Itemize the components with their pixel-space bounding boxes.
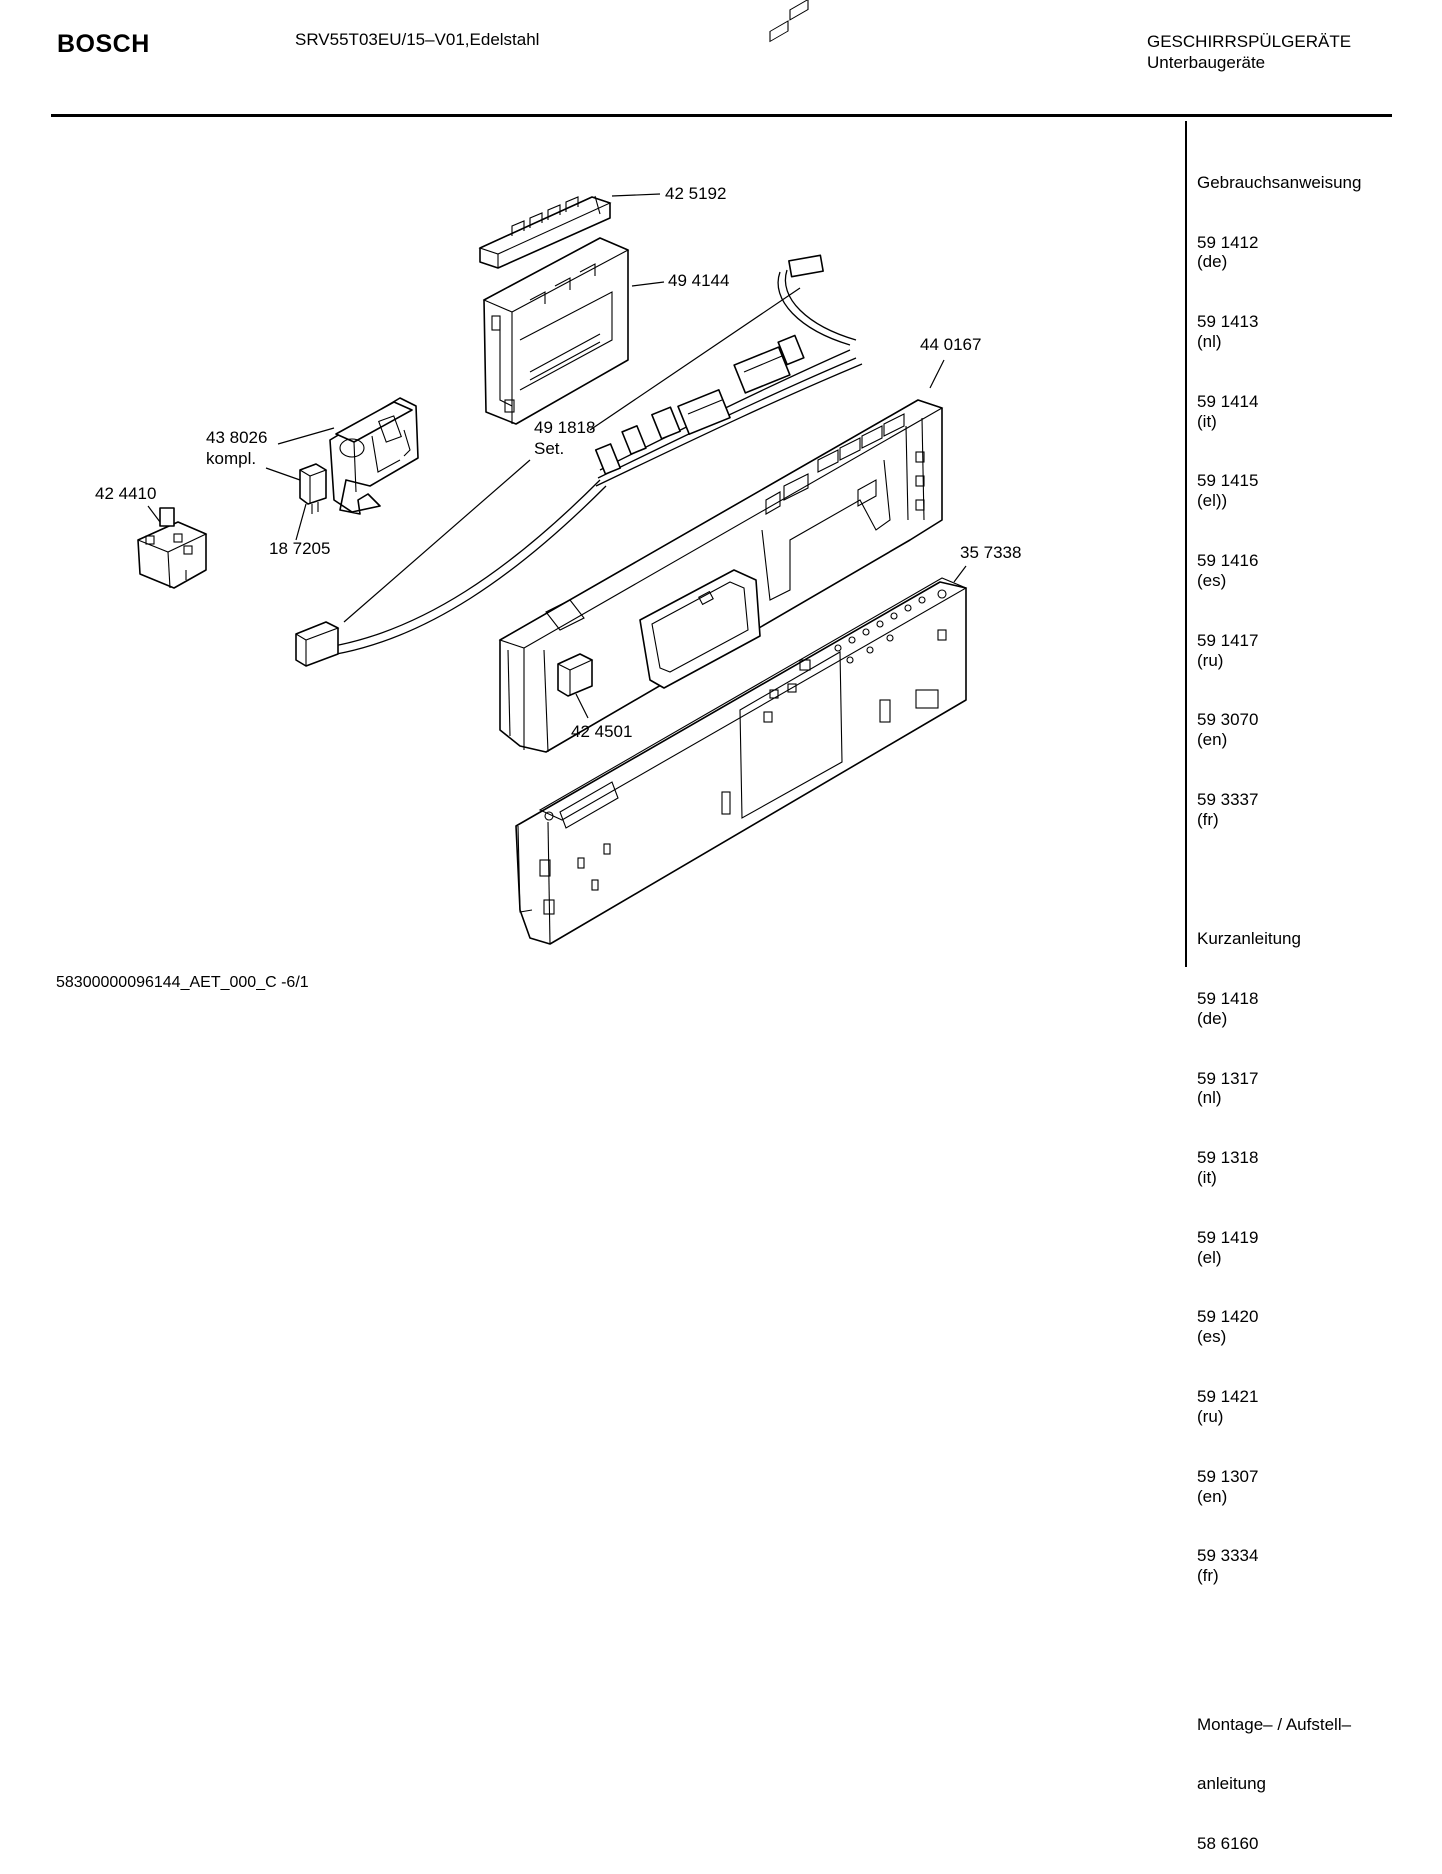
bosch-logo: BOSCH (57, 30, 150, 58)
manual-entry: 59 1412(de) (1197, 232, 1259, 272)
label-438026-kompl: kompl. (206, 449, 256, 468)
label-357338: 35 7338 (960, 543, 1021, 562)
manual-entry: 59 1414(it) (1197, 391, 1259, 431)
manual-heading: Gebrauchsanweisung (1197, 172, 1362, 192)
sidebar-divider (1185, 121, 1187, 967)
short-guide-entry: 59 1421(ru) (1197, 1387, 1259, 1426)
exploded-parts-drawing: 42 5192 49 4144 44 0167 49 1818 Set. 43 … (95, 0, 1021, 945)
mounting-heading: Montage– / Aufstell– (1197, 1714, 1352, 1734)
label-440167: 44 0167 (920, 335, 981, 354)
short-guide-entry: 59 1420(es) (1197, 1307, 1259, 1347)
mounting-number: 58 6160 (1197, 1834, 1259, 1854)
short-guide-entry: 59 1307(en) (1197, 1466, 1259, 1506)
short-guide-heading: Kurzanleitung (1197, 929, 1301, 949)
category-title: GESCHIRRSPÜLGERÄTE (1147, 32, 1352, 51)
part-panel-frame[interactable] (498, 0, 944, 753)
manual-entry: 59 3337(fr) (1197, 789, 1259, 829)
manual-entry: 59 1417(ru) (1197, 630, 1259, 670)
header-divider (51, 114, 1392, 117)
documentation-list: Gebrauchsanweisung 59 1412(de) 59 1413(n… (1197, 133, 1361, 1874)
part-relay-block[interactable] (137, 507, 208, 589)
part-micro-switch[interactable] (299, 463, 328, 514)
part-back-plate[interactable] (515, 577, 968, 945)
label-424410: 42 4410 (95, 484, 156, 503)
label-491818: 49 1818 (534, 418, 595, 437)
mounting-heading-cont: anleitung (1197, 1774, 1267, 1794)
category-subtitle: Unterbaugeräte (1147, 53, 1266, 72)
short-guide-entry: 59 1317(nl) (1197, 1068, 1259, 1108)
part-door-lock[interactable] (329, 397, 419, 515)
label-491818-set: Set. (534, 439, 564, 458)
manual-entry: 59 1415(el)) (1197, 471, 1259, 511)
label-425192: 42 5192 (665, 184, 726, 203)
label-187205: 18 7205 (269, 539, 330, 558)
short-guide-entry: 59 3334(fr) (1197, 1546, 1259, 1586)
short-guide-entry: 59 1418(de) (1197, 988, 1259, 1028)
part-wiring-harness[interactable] (295, 254, 863, 667)
manual-entry: 59 3070(en) (1197, 710, 1259, 750)
short-guide-entry: 59 1419(el) (1197, 1227, 1259, 1267)
label-438026: 43 8026 (206, 428, 267, 447)
leader-lines (147, 193, 967, 719)
part-button-strip[interactable] (478, 0, 612, 269)
model-title: SRV55T03EU/15–V01,Edelstahl (295, 30, 540, 49)
manual-entry: 59 1413(nl) (1197, 312, 1259, 352)
short-guide-entry: 59 1318(it) (1197, 1148, 1259, 1188)
part-control-module[interactable] (482, 237, 630, 425)
manual-entry: 59 1416(es) (1197, 551, 1259, 590)
category-block: GESCHIRRSPÜLGERÄTE Unterbaugeräte (1147, 31, 1351, 73)
document-id: 58300000096144_AET_000_C -6/1 (56, 974, 309, 991)
label-424501: 42 4501 (571, 722, 632, 741)
label-494144: 49 4144 (668, 271, 729, 290)
